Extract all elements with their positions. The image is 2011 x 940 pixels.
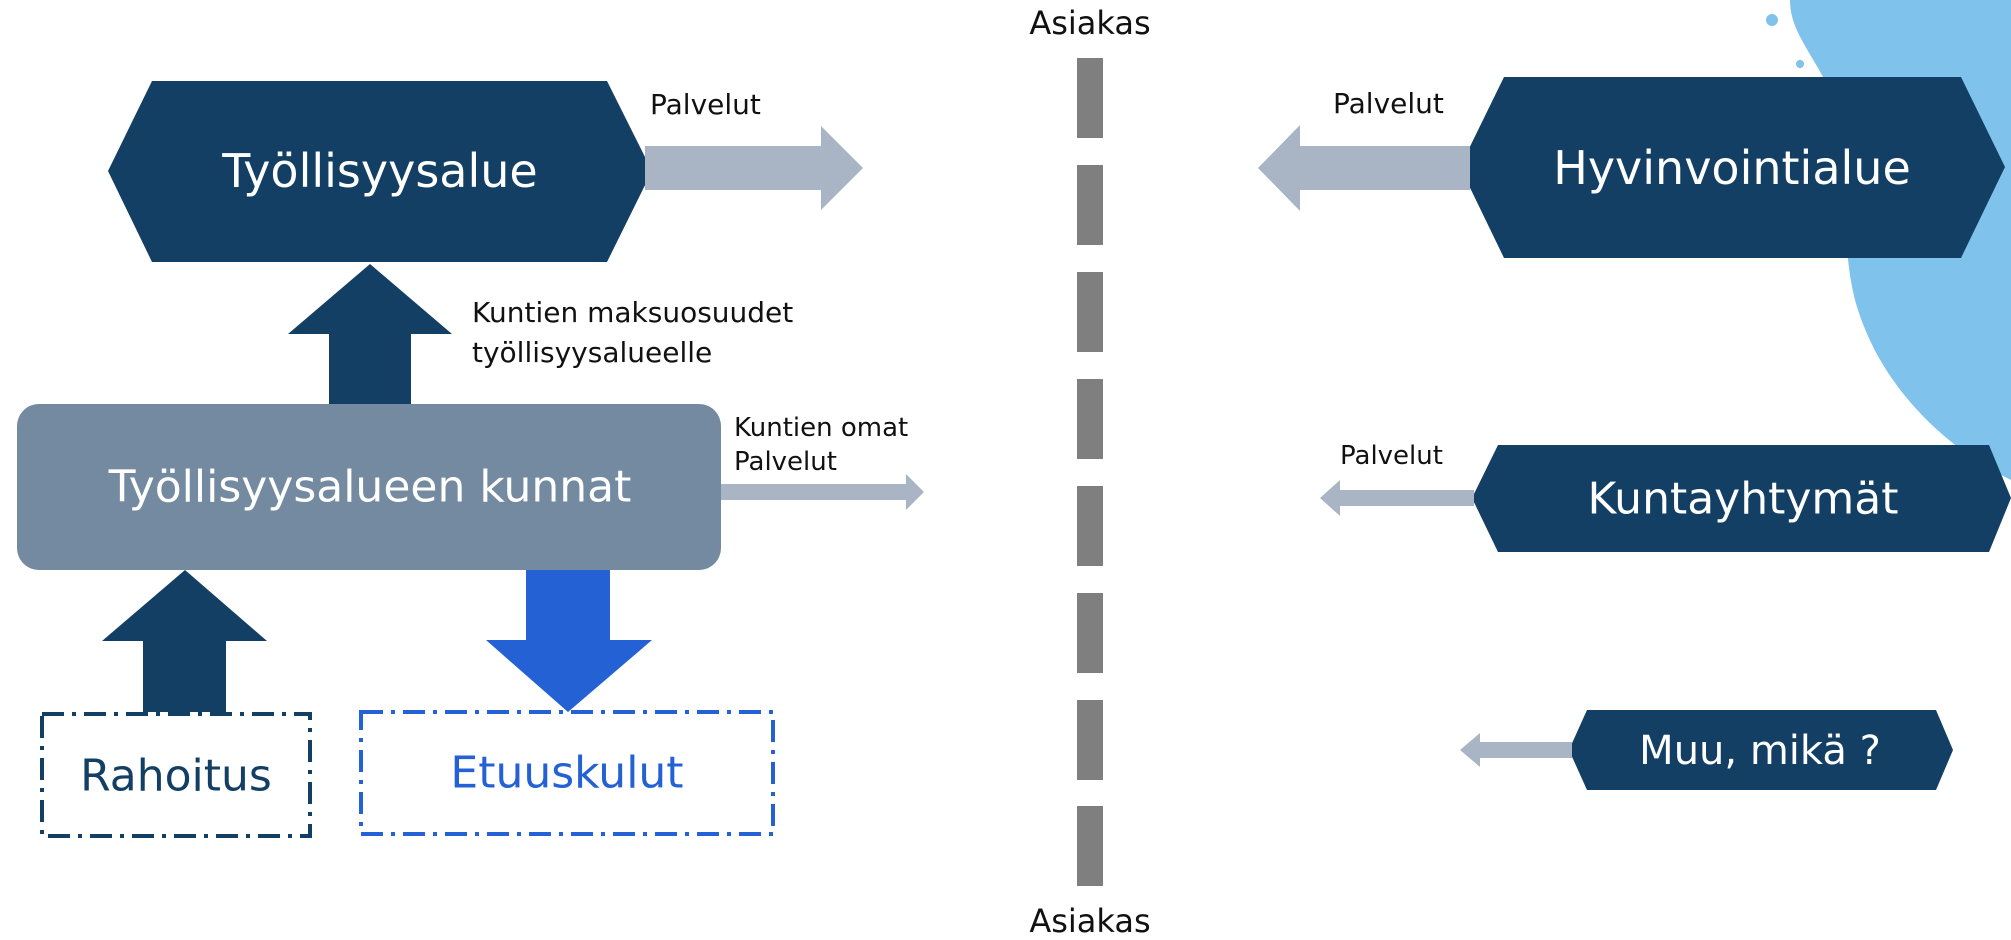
- wellbeing-services-arrow-left: [1258, 125, 1470, 211]
- customer-label-top: Asiakas: [1029, 4, 1151, 42]
- decorative-dot: [1796, 60, 1804, 68]
- joint-authorities-hexagon: [1472, 445, 2011, 552]
- payments-up-arrow: [288, 264, 452, 404]
- own-services-arrow: [721, 474, 924, 510]
- benefit-costs-box-border: [359, 710, 775, 836]
- municipal-payments-label-line2: työllisyysalueelle: [472, 336, 713, 369]
- benefit-costs-down-arrow: [486, 570, 652, 712]
- joint-services-arrow-left: [1320, 480, 1474, 516]
- joint-authorities-label: Kuntayhtymät: [1587, 473, 1899, 525]
- wellbeing-area-hexagon: [1460, 77, 2005, 258]
- customer-divider: [1077, 58, 1103, 886]
- wellbeing-area-label: Hyvinvointialue: [1553, 141, 1911, 195]
- funding-up-arrow: [102, 570, 267, 712]
- funding-box-border: [40, 712, 312, 838]
- own-services-label-line2: Palvelut: [734, 447, 837, 477]
- funding-box-label: Rahoitus: [80, 750, 272, 802]
- employment-area-label: Työllisyysalue: [222, 144, 538, 198]
- joint-services-label: Palvelut: [1340, 441, 1443, 471]
- wellbeing-services-label: Palvelut: [1333, 87, 1444, 120]
- other-hexagon: [1569, 710, 1953, 790]
- benefit-costs-box-label: Etuuskulut: [450, 747, 684, 799]
- municipalities-box-label: Työllisyysalueen kunnat: [108, 461, 632, 513]
- other-arrow-left: [1460, 733, 1572, 767]
- municipalities-box-shape: [17, 404, 721, 570]
- other-box-label: Muu, mikä ?: [1639, 728, 1881, 774]
- customer-label-bottom: Asiakas: [1029, 902, 1151, 940]
- employment-area-hexagon: [108, 81, 652, 262]
- services-label-top-left: Palvelut: [650, 88, 761, 121]
- services-arrow-right: [645, 126, 863, 210]
- municipal-payments-label-line1: Kuntien maksuosuudet: [472, 296, 794, 329]
- own-services-label-line1: Kuntien omat: [734, 413, 909, 443]
- decorative-dot: [1766, 14, 1778, 26]
